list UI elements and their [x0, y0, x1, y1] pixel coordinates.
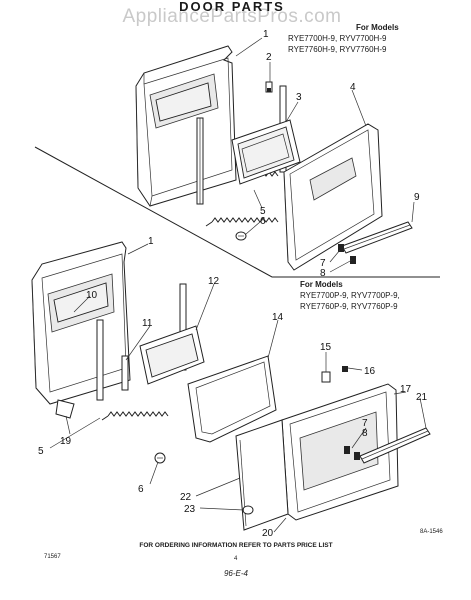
callout-5-upper: 5	[260, 206, 266, 217]
callout-7-lower: 7	[362, 418, 368, 429]
upper-model-label: For Models RYE7700H-9, RYV7700H-9 RYE776…	[288, 23, 399, 54]
door-handle-upper	[341, 221, 413, 254]
callout-10: 10	[86, 290, 98, 301]
callout-14: 14	[272, 312, 284, 323]
callout-4: 4	[350, 82, 356, 93]
lower-model-line-2: RYE7760P-9, RYV7760P-9	[300, 302, 398, 311]
outer-door-frame-lower	[281, 383, 399, 521]
callout-17: 17	[400, 384, 412, 395]
window-pack-upper	[231, 119, 301, 185]
upper-model-line-2: RYE7760H-9, RYV7760H-9	[288, 45, 387, 54]
callout-11: 11	[142, 318, 153, 329]
callout-numbers: 1 2 3 4 5 6 7 8 9 1 10 11 12 14 15 16 17…	[38, 29, 428, 539]
callout-8-upper: 8	[320, 268, 326, 279]
callout-3: 3	[296, 92, 302, 103]
callout-7-upper: 7	[320, 258, 326, 269]
clip-part-15	[321, 371, 331, 383]
callout-1-lower: 1	[148, 236, 154, 247]
door-panel-part-22	[235, 419, 289, 531]
inner-door-panel-upper	[135, 45, 237, 207]
callout-1-upper: 1	[263, 29, 269, 40]
page-number: 4	[234, 556, 238, 562]
hinge-spring-upper	[211, 217, 279, 223]
callout-6-upper: 6	[260, 216, 266, 227]
callout-22: 22	[180, 492, 192, 503]
document-code: 71567	[44, 554, 61, 560]
clip-part-16	[342, 366, 348, 372]
door-gasket-part-14	[187, 355, 277, 443]
upper-model-line-1: RYE7700H-9, RYV7700H-9	[288, 34, 387, 43]
callout-20: 20	[262, 528, 274, 539]
outer-door-panel-upper	[283, 123, 383, 271]
callout-12: 12	[208, 276, 220, 287]
bracket-part-19	[55, 399, 75, 419]
clip-part-2	[265, 81, 273, 93]
handle-brackets-lower	[344, 446, 360, 460]
drawing-number: 8A-1546	[420, 529, 443, 535]
lower-model-line-1: RYE7700P-9, RYV7700P-9,	[300, 291, 400, 300]
screw-part-23	[242, 505, 254, 515]
callout-15: 15	[320, 342, 332, 353]
leader-lines	[49, 37, 427, 533]
callout-23: 23	[184, 504, 196, 515]
hinge-spring-lower	[107, 411, 169, 417]
callout-21: 21	[416, 392, 428, 403]
watermark: AppliancePartsPros.com	[122, 6, 341, 27]
upper-model-heading: For Models	[356, 23, 399, 32]
callout-9: 9	[414, 192, 420, 203]
callout-5-lower: 5	[38, 446, 44, 457]
ordering-instruction: FOR ORDERING INFORMATION REFER TO PARTS …	[139, 542, 332, 549]
lower-model-label: For Models RYE7700P-9, RYV7700P-9, RYE77…	[300, 280, 400, 311]
section-divider	[34, 146, 440, 278]
lower-model-heading: For Models	[300, 280, 343, 289]
hinge-arms-lower	[96, 283, 187, 401]
page-title: DOOR PARTS	[179, 0, 285, 14]
window-pack-lower	[139, 325, 205, 385]
screw-part-6-upper	[235, 231, 247, 241]
screw-part-6-lower	[154, 452, 166, 464]
callout-8-lower: 8	[362, 428, 368, 439]
bracket-part-11	[121, 355, 129, 391]
callout-19: 19	[60, 436, 72, 447]
inner-door-panel-lower	[31, 241, 131, 405]
callout-2: 2	[266, 52, 272, 63]
handwritten-note: 96-E-4	[224, 569, 249, 578]
door-handle-lower	[359, 427, 431, 464]
handle-brackets-upper	[338, 244, 356, 264]
callout-16: 16	[364, 366, 376, 377]
callout-6-lower: 6	[138, 484, 144, 495]
